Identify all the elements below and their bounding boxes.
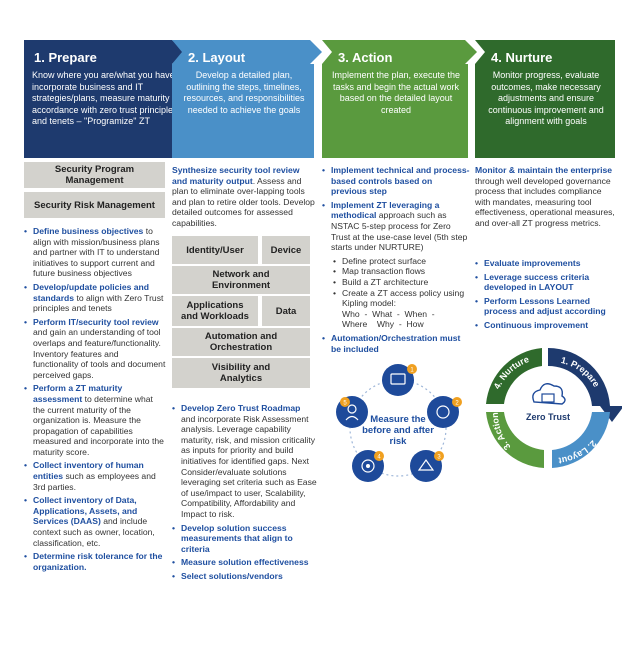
cycle-center-label: Zero Trust — [526, 412, 570, 422]
cycle-node-4: 4 — [352, 450, 384, 482]
action-chevron-shape — [322, 40, 477, 158]
prepare-chevron-shape — [24, 40, 184, 158]
svg-text:1: 1 — [410, 368, 414, 374]
cycle-label: Measure the before and after risk — [362, 414, 434, 447]
prepare-bullet-6: Collect inventory of Data, Applications,… — [24, 495, 166, 548]
cycle-segment-nurture — [486, 348, 542, 404]
kipling-line-1: Who - What - When - — [342, 308, 435, 319]
action-bullet-1: Implement technical and process-based co… — [322, 165, 470, 197]
pillar-network-environment: Network and Environment — [172, 266, 310, 294]
prepare-bullet-2: Develop/update policies and standards to… — [24, 282, 166, 314]
prepare-bullet-5: Collect inventory of human entities such… — [24, 460, 166, 492]
prepare-bullet-1: Define business objectives to align with… — [24, 226, 166, 279]
pillar-applications-workloads: Applications and Workloads — [172, 296, 258, 326]
cycle-node-2: 2 — [427, 396, 462, 428]
prepare-bullets: Define business objectives to align with… — [24, 226, 166, 575]
cycle-node-1: 1 — [382, 364, 417, 396]
pillar-identity-user: Identity/User — [172, 236, 258, 264]
action-sub-3: Build a ZT architecture — [322, 277, 470, 288]
action-sub-4: Create a ZT access policy using Kipling … — [322, 288, 470, 309]
prepare-bullet-7: Determine risk tolerance for the organiz… — [24, 551, 166, 572]
layout-bullet-4: Select solutions/vendors — [172, 571, 317, 582]
svg-text:3: 3 — [437, 455, 441, 461]
prepare-bullet-4: Perform a ZT maturity assessment to dete… — [24, 383, 166, 457]
prepare-bullet-3: Perform IT/security tool review and gain… — [24, 317, 166, 381]
nurture-bullets: Evaluate improvements Leverage success c… — [475, 258, 615, 334]
action-bullet-3: Automation/Orchestration must be include… — [322, 333, 470, 354]
prepare-description: Know where you are/what you have, incorp… — [32, 70, 180, 126]
pillar-automation-orchestration: Automation and Orchestration — [172, 328, 310, 356]
stage-action-header: 3. Action Implement the plan, execute th… — [322, 40, 477, 158]
action-bullet-2: Implement ZT leveraging a methodical app… — [322, 200, 470, 253]
nurture-bullet-3: Perform Lessons Learned process and adju… — [475, 296, 615, 317]
cycle-segment-action — [486, 412, 544, 468]
svg-text:4: 4 — [377, 455, 381, 461]
nurture-title: 4. Nurture — [491, 50, 553, 65]
action-sub-2: Map transaction flows — [322, 266, 470, 277]
nurture-bullet-2: Leverage success criteria developed in L… — [475, 272, 615, 293]
pillar-device: Device — [262, 236, 310, 264]
action-description: Implement the plan, execute the tasks an… — [331, 70, 461, 115]
nurture-intro: Monitor & maintain the enterprise throug… — [475, 165, 615, 228]
cycle-node-5: 5 — [336, 396, 368, 428]
stage-layout-header: 2. Layout Develop a detailed plan, outli… — [172, 40, 322, 158]
stage-nurture-header: 4. Nurture Monitor progress, evaluate ou… — [475, 40, 615, 158]
kipling-line-2: Where Why - How — [342, 319, 424, 330]
nurture-chevron-shape — [475, 40, 615, 158]
svg-text:2: 2 — [455, 401, 459, 407]
cycle-segment-layout — [552, 412, 610, 468]
layout-title: 2. Layout — [188, 50, 246, 65]
layout-bullet-1: Develop Zero Trust Roadmap and incorpora… — [172, 403, 317, 520]
layout-description: Develop a detailed plan, outlining the s… — [183, 70, 305, 115]
zero-trust-cloud-icon — [532, 383, 566, 405]
box-security-risk-management: Security Risk Management — [24, 192, 165, 218]
svg-text:5: 5 — [343, 401, 347, 407]
cycle-segment-prepare — [548, 347, 622, 422]
layout-bullet-2: Develop solution success measurements th… — [172, 523, 317, 555]
nurture-bullet-4: Continuous improvement — [475, 320, 615, 331]
nurture-description: Monitor progress, evaluate outcomes, mak… — [488, 70, 604, 126]
action-sub-1: Define protect surface — [322, 256, 470, 267]
layout-chevron-shape — [172, 40, 322, 158]
action-bullets: Implement technical and process-based co… — [322, 165, 470, 357]
layout-intro: Synthesize security tool review and matu… — [172, 165, 315, 228]
layout-bullet-3: Measure solution effectiveness — [172, 557, 317, 568]
pillar-data: Data — [262, 296, 310, 326]
stage-prepare-header: 1. Prepare Know where you are/what you h… — [24, 40, 184, 158]
pillar-visibility-analytics: Visibility and Analytics — [172, 358, 310, 388]
nurture-bullet-1: Evaluate improvements — [475, 258, 615, 269]
zero-trust-cycle: 1. Prepare 2. Layout 3. Action 4. Nurtur… — [486, 347, 622, 468]
layout-bullets: Develop Zero Trust Roadmap and incorpora… — [172, 403, 317, 585]
action-title: 3. Action — [338, 50, 393, 65]
prepare-title: 1. Prepare — [34, 50, 97, 65]
box-security-program-management: Security Program Management — [24, 162, 165, 188]
measure-risk-cycle: 1 2 3 4 5 — [336, 364, 462, 482]
cycle-node-3: 3 — [410, 450, 444, 482]
